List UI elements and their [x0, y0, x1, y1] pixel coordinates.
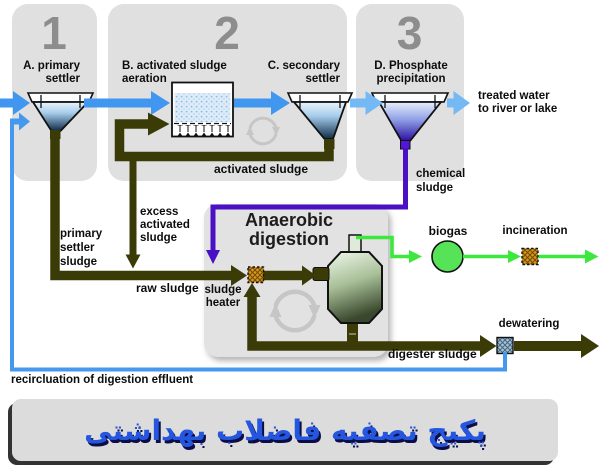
excess-sludge-label: excess activated sludge	[140, 206, 190, 244]
aeration-to-secondary-arrow	[234, 91, 290, 115]
sludge-arrowheads	[125, 112, 599, 358]
primary-sludge-pipe	[50, 133, 231, 281]
dewatering-label: dewatering	[498, 318, 560, 330]
stage-3-number: 3	[396, 7, 424, 59]
sludge-pipes	[50, 119, 582, 351]
aeration-tank-icon	[171, 81, 234, 138]
activated-sludge-recycle-pipe	[114, 119, 334, 162]
secondary-settler-funnel	[286, 92, 354, 149]
recycle-icon	[270, 292, 321, 331]
chemical-sludge-line	[206, 148, 408, 264]
primary-settler-funnel	[26, 92, 95, 139]
secondary-to-phosphate-arrow	[350, 91, 383, 115]
primary-to-aeration-arrow	[84, 91, 170, 115]
page-title: پکیج تصفیه فاضلاب بهداشتی	[84, 413, 486, 447]
activated-sludge-label: activated sludge	[214, 162, 309, 176]
recirculation-line	[10, 112, 507, 372]
digester-vessel-icon	[312, 234, 383, 347]
biogas-circle-icon	[431, 240, 464, 273]
incineration-icon	[521, 247, 539, 266]
primary-sludge-label: primary settler sludge	[60, 228, 103, 268]
treated-water-arrow	[447, 91, 470, 115]
stage-1-number: 1	[41, 7, 68, 59]
dewatering-icon	[496, 336, 514, 355]
water-flow-arrows	[0, 91, 470, 115]
incineration-label: incineration	[502, 225, 568, 237]
raw-sludge-label: raw sludge	[136, 281, 199, 295]
digester-recycle-pipe	[247, 296, 352, 351]
biogas-label: biogas	[428, 224, 468, 238]
digester-sludge-label: digester sludge	[388, 347, 477, 361]
recirculation-label: recircluation of digestion effluent	[11, 374, 194, 386]
recycle-icon	[244, 116, 282, 146]
stage-2-number: 2	[214, 7, 241, 59]
title-panel	[12, 399, 558, 461]
sludge-heater-icon	[247, 266, 265, 284]
biogas-line	[356, 235, 599, 273]
influent-arrow	[0, 91, 30, 115]
phosphate-settler-funnel	[370, 92, 450, 150]
